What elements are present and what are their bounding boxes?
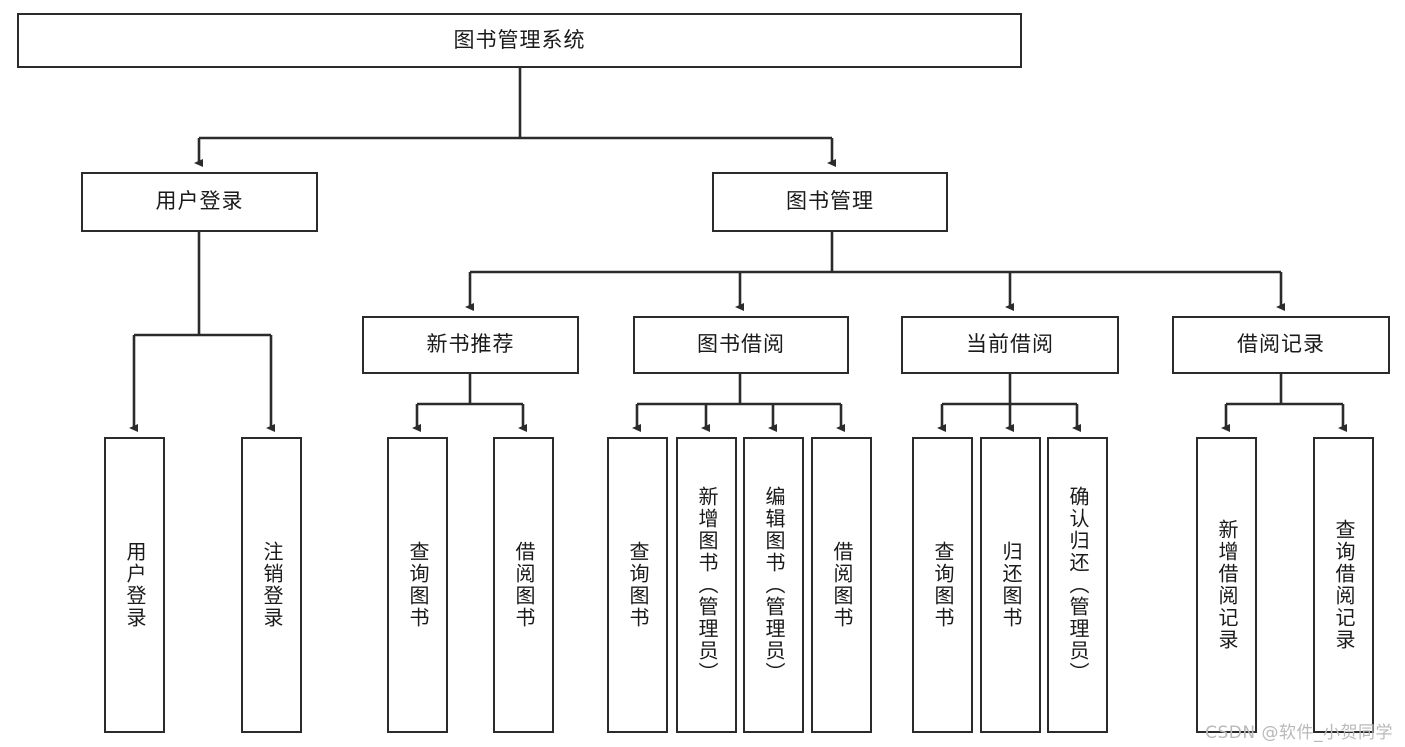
node-leaf-borrow-book-b[interactable]: 借阅图书 [811, 437, 872, 733]
node-leaf-query-book-c[interactable]: 查询图书 [912, 437, 973, 733]
node-leaf-user-login-label: 用户登录 [123, 541, 147, 629]
node-borrow-record[interactable]: 借阅记录 [1172, 316, 1390, 374]
node-leaf-edit-book-label: 编辑图书（管理员） [762, 486, 786, 684]
node-leaf-query-book-b-label: 查询图书 [626, 541, 650, 629]
node-new-book-rec-label: 新书推荐 [426, 332, 515, 357]
node-root-label: 图书管理系统 [453, 27, 586, 52]
node-current-borrow-label: 当前借阅 [966, 332, 1054, 357]
node-leaf-borrow-book-a[interactable]: 借阅图书 [493, 437, 554, 733]
node-leaf-add-book-label: 新增图书（管理员） [695, 486, 719, 684]
node-leaf-query-record-label: 查询借阅记录 [1332, 519, 1356, 651]
node-leaf-confirm-return-label: 确认归还（管理员） [1066, 486, 1090, 684]
node-current-borrow[interactable]: 当前借阅 [901, 316, 1119, 374]
node-user-login[interactable]: 用户登录 [81, 172, 318, 232]
node-leaf-query-book-a-label: 查询图书 [406, 541, 430, 629]
node-user-login-label: 用户登录 [155, 189, 244, 214]
node-leaf-confirm-return[interactable]: 确认归还（管理员） [1047, 437, 1108, 733]
node-book-manage-label: 图书管理 [786, 189, 874, 214]
node-book-borrow-label: 图书借阅 [697, 332, 785, 357]
node-leaf-add-book[interactable]: 新增图书（管理员） [676, 437, 737, 733]
node-leaf-borrow-book-b-label: 借阅图书 [830, 541, 854, 629]
node-leaf-add-record[interactable]: 新增借阅记录 [1196, 437, 1257, 733]
node-leaf-query-record[interactable]: 查询借阅记录 [1313, 437, 1374, 733]
node-leaf-borrow-book-a-label: 借阅图书 [512, 541, 536, 629]
node-book-borrow[interactable]: 图书借阅 [633, 316, 849, 374]
node-leaf-logout[interactable]: 注销登录 [241, 437, 302, 733]
node-borrow-record-label: 借阅记录 [1237, 332, 1325, 357]
node-leaf-query-book-b[interactable]: 查询图书 [607, 437, 668, 733]
node-leaf-logout-label: 注销登录 [260, 541, 284, 629]
node-leaf-query-book-a[interactable]: 查询图书 [387, 437, 448, 733]
node-root[interactable]: 图书管理系统 [17, 13, 1022, 68]
node-leaf-query-book-c-label: 查询图书 [931, 541, 955, 629]
node-leaf-edit-book[interactable]: 编辑图书（管理员） [743, 437, 804, 733]
node-leaf-add-record-label: 新增借阅记录 [1215, 519, 1239, 651]
node-leaf-return-book[interactable]: 归还图书 [980, 437, 1041, 733]
node-leaf-return-book-label: 归还图书 [999, 541, 1023, 629]
node-book-manage[interactable]: 图书管理 [712, 172, 948, 232]
node-new-book-rec[interactable]: 新书推荐 [362, 316, 579, 374]
node-leaf-user-login[interactable]: 用户登录 [104, 437, 165, 733]
